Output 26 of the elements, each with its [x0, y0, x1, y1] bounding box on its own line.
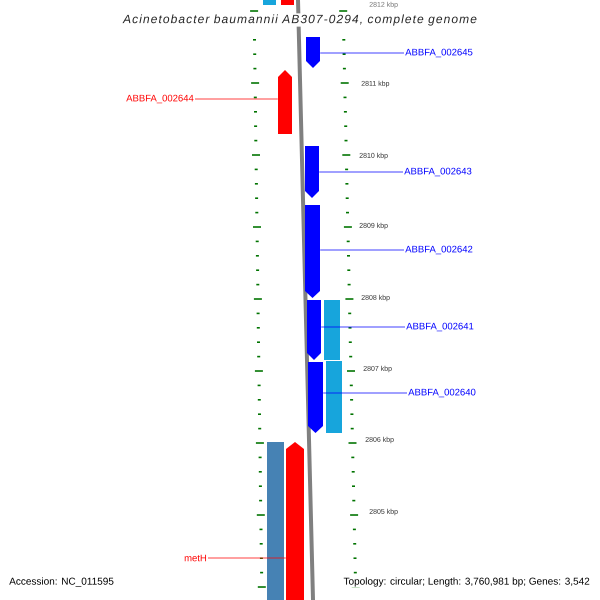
leader-line: [194, 98, 278, 100]
accession-text: Accession: NC_011595: [8, 576, 115, 588]
gene-label: ABBFA_002643: [404, 168, 472, 176]
gene-bar: [267, 442, 284, 600]
gene-label: ABBFA_002640: [408, 388, 476, 398]
gene-feature: [278, 70, 292, 134]
gene-feature: [307, 300, 321, 360]
gene-label: ABBFA_002644: [126, 94, 194, 104]
gene-bar: [326, 361, 342, 433]
title: Acinetobacter baumannii AB307-0294, complete genome: [122, 13, 478, 27]
gene-label: metH: [184, 554, 206, 562]
leader-line: [320, 52, 404, 54]
gene-feature: [308, 362, 323, 433]
gene-label: ABBFA_002641: [406, 322, 474, 332]
gene-feature: [286, 442, 304, 600]
gene-feature: [305, 146, 319, 198]
gene-label: ABBFA_002645: [405, 48, 472, 58]
leader-line: [322, 392, 408, 394]
gene-label: ABBFA_002642: [405, 246, 472, 254]
summary-text: Topology: circular; Length: 3,760,981 bp; Genes: 3,542: [342, 576, 591, 588]
gene-bar: [281, 0, 294, 5]
gene-feature: [306, 37, 320, 68]
gene-feature: [305, 205, 320, 298]
leader-line: [320, 326, 406, 328]
gene-bar: [263, 0, 276, 5]
gene-bar: [324, 300, 340, 360]
